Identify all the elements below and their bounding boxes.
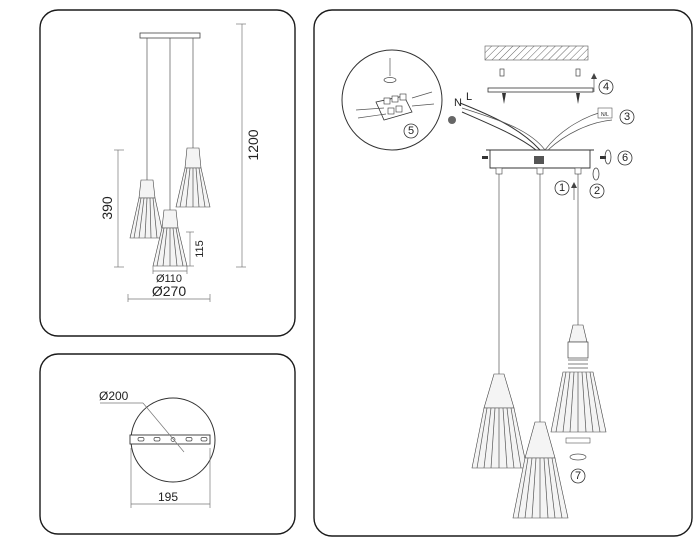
svg-text:2: 2 xyxy=(594,185,600,197)
dimension-panel: 1200 390 115 Ø110 Ø270 xyxy=(39,9,296,337)
wall-anchors xyxy=(499,68,581,77)
step-5: 5 xyxy=(403,123,419,139)
canopy-box xyxy=(482,149,606,169)
canopy-panel: Ø200 195 xyxy=(39,353,296,535)
svg-text:3: 3 xyxy=(624,111,630,123)
install-pendant-left xyxy=(471,373,528,469)
ceiling-bracket xyxy=(487,87,594,93)
step-3: 3 xyxy=(619,109,635,125)
install-pendant-right xyxy=(550,324,607,461)
svg-text:7: 7 xyxy=(575,470,581,482)
step-6: 6 xyxy=(617,150,633,166)
svg-text:1: 1 xyxy=(559,182,565,194)
neutral-label: N xyxy=(454,97,462,109)
live-label: L xyxy=(466,91,472,103)
svg-text:6: 6 xyxy=(622,152,628,164)
canopy-top xyxy=(139,32,201,39)
pendant-right xyxy=(175,147,211,208)
total-height-label: 1200 xyxy=(245,129,261,160)
svg-text:4: 4 xyxy=(603,81,609,93)
canopy-diameter-label: Ø200 xyxy=(99,389,129,403)
step-1: 1 xyxy=(554,180,570,196)
svg-text:5: 5 xyxy=(408,125,414,137)
pendant-middle xyxy=(152,209,188,267)
mounting-bracket xyxy=(129,434,211,445)
svg-text:N/L: N/L xyxy=(601,112,609,118)
installation-panel: N/L xyxy=(313,9,693,537)
shade-height-label: 115 xyxy=(194,240,206,258)
install-pendant-middle xyxy=(512,421,569,519)
step-4: 4 xyxy=(598,79,614,95)
step-7: 7 xyxy=(570,468,586,484)
shade-drop-label: 390 xyxy=(99,196,115,220)
pendant-left xyxy=(129,179,165,239)
terminal-detail xyxy=(341,49,456,151)
ceiling xyxy=(484,45,589,61)
cluster-diameter-label: Ø270 xyxy=(152,283,186,299)
shade-diameter-label: Ø110 xyxy=(156,273,182,285)
bracket-width-label: 195 xyxy=(158,490,178,504)
step-2: 2 xyxy=(589,183,605,199)
